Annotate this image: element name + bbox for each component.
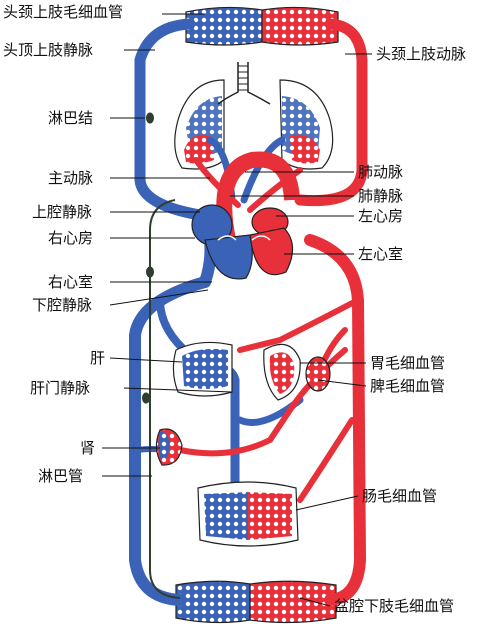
label-aorta: 主动脉 (48, 169, 94, 187)
label-kidney: 肾 (80, 439, 96, 457)
label-spleen-capillaries: 脾毛细血管 (370, 377, 446, 395)
label-right-ventricle: 右心室 (48, 273, 94, 291)
liver (172, 341, 233, 397)
label-stomach-capillaries: 胃毛细血管 (370, 354, 446, 372)
leader-lines (102, 13, 372, 607)
lungs (174, 62, 334, 170)
intestine (197, 481, 299, 547)
label-pulmonary-vein: 肺静脉 (358, 187, 404, 205)
label-liver: 肝 (90, 349, 106, 367)
label-lymph-duct: 淋巴管 (38, 467, 84, 485)
label-lymph-node: 淋巴结 (48, 109, 94, 127)
label-left-ventricle: 左心室 (358, 245, 404, 263)
label-inferior-vena-cava: 下腔静脉 (32, 296, 93, 314)
label-head-arteries: 头颈上肢动脉 (376, 45, 467, 63)
kidney (155, 428, 183, 466)
label-superior-vena-cava: 上腔静脉 (32, 203, 93, 221)
label-head-veins: 头顶上肢静脉 (3, 41, 94, 59)
label-pulmonary-artery: 肺动脉 (358, 163, 404, 181)
label-head-capillaries: 头颈上肢毛细血管 (3, 3, 124, 21)
lower-capillary-bed (175, 580, 337, 624)
head-capillary-bed (185, 6, 339, 46)
label-right-atrium: 右心房 (48, 229, 94, 247)
systemic-arteries (177, 18, 368, 606)
heart (191, 151, 300, 280)
spleen (305, 356, 331, 392)
label-left-atrium: 左心房 (358, 207, 404, 225)
label-lower-capillaries: 盆腔下肢毛细血管 (334, 597, 455, 615)
label-portal-vein: 肝门静脉 (30, 379, 91, 397)
stomach (263, 343, 301, 401)
lymph-duct (142, 112, 181, 599)
label-intestine-capillaries: 肠毛细血管 (362, 487, 438, 505)
